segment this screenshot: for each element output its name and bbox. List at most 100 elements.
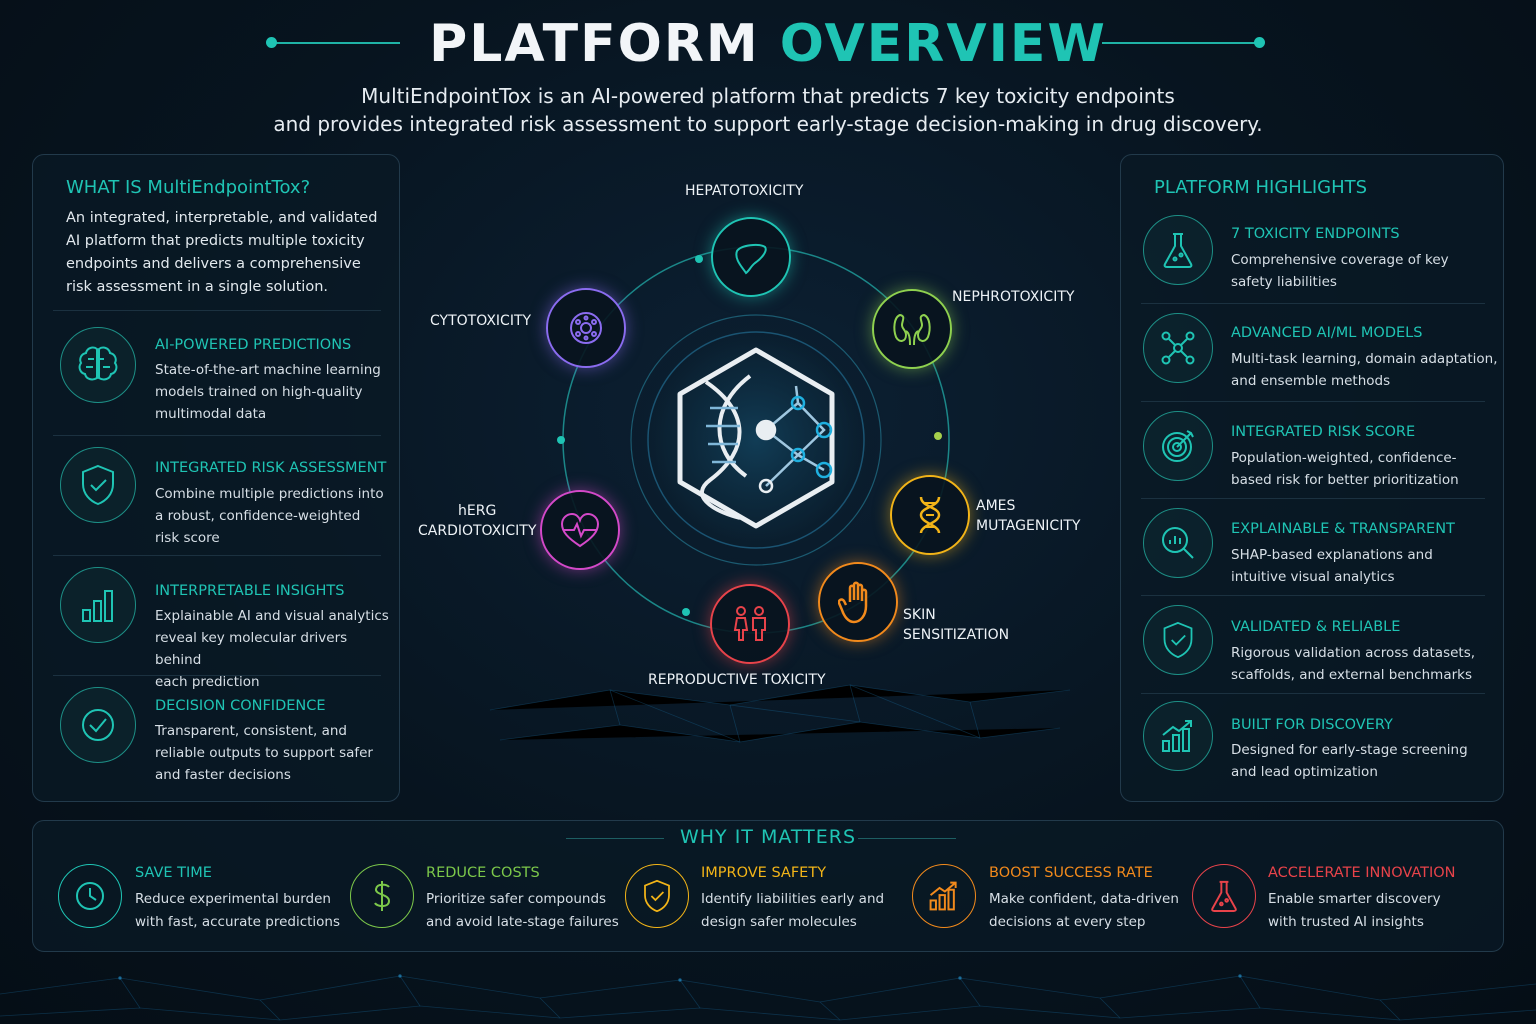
feature-title: VALIDATED & RELIABLE — [1231, 619, 1401, 635]
shield-check-icon — [625, 864, 689, 928]
hub-glow — [626, 310, 886, 570]
endpoint-label: AMES MUTAGENICITY — [976, 496, 1080, 536]
feature-desc-line: a robust, confidence-weighted — [155, 508, 361, 524]
why-deco-line-left — [566, 838, 664, 839]
feature-desc-line: and faster decisions — [155, 767, 291, 783]
check-circle-icon — [60, 687, 136, 763]
title-deco-dot-left — [266, 37, 277, 48]
why-desc-line: Identify liabilities early and — [701, 891, 885, 907]
feature-desc-line: reveal key molecular drivers behind — [155, 630, 348, 668]
title-deco-dot-right — [1254, 37, 1265, 48]
brain-icon — [60, 327, 136, 403]
endpoint-label: CYTOTOXICITY — [430, 313, 532, 329]
feature-desc: Population-weighted, confidence- based r… — [1231, 447, 1501, 491]
feature-desc-line: models trained on high-quality — [155, 384, 363, 400]
divider — [1141, 401, 1485, 402]
endpoint-label-line: SENSITIZATION — [903, 627, 1010, 643]
endpoint-label: SKIN SENSITIZATION — [903, 605, 1009, 645]
dna-network-hub-icon — [677, 347, 835, 529]
shield-check-icon — [60, 447, 136, 523]
left-panel-intro: An integrated, interpretable, and valida… — [66, 207, 386, 299]
feature-desc: Designed for early-stage screening and l… — [1231, 739, 1501, 783]
divider — [53, 310, 381, 311]
feature-desc-line: SHAP-based explanations and — [1231, 547, 1433, 563]
why-item-title: ACCELERATE INNOVATION — [1268, 865, 1456, 881]
endpoint-nephrotoxicity — [872, 289, 952, 369]
page-title: PLATFORM OVERVIEW — [0, 14, 1536, 74]
shield-check-icon — [1143, 605, 1213, 675]
why-item-desc: Prioritize safer compounds and avoid lat… — [426, 888, 619, 934]
why-it-matters-heading: WHY IT MATTERS — [679, 826, 857, 848]
feature-desc-line: safety liabilities — [1231, 274, 1337, 290]
orbit-dot — [682, 608, 690, 616]
right-panel: PLATFORM HIGHLIGHTS 7 TOXICITY ENDPOINTS… — [1120, 154, 1504, 802]
endpoint-label: hERG CARDIOTOXICITY — [418, 501, 536, 541]
intro-line: AI platform that predicts multiple toxic… — [66, 233, 365, 249]
feature-desc-line: Designed for early-stage screening — [1231, 742, 1468, 758]
orbit-dot — [934, 432, 942, 440]
orbit-dot — [557, 436, 565, 444]
feature-desc-line: Transparent, consistent, and — [155, 723, 347, 739]
feature-desc: State-of-the-art machine learning models… — [155, 359, 395, 425]
feature-desc: Multi-task learning, domain adaptation, … — [1231, 348, 1501, 392]
feature-title: BUILT FOR DISCOVERY — [1231, 717, 1393, 733]
feature-title: EXPLAINABLE & TRANSPARENT — [1231, 521, 1455, 537]
target-icon — [1143, 411, 1213, 481]
magnifier-chart-icon — [1143, 508, 1213, 578]
endpoint-ames-mutagenicity — [890, 475, 970, 555]
divider — [1141, 303, 1485, 304]
feature-desc-line: Combine multiple predictions into — [155, 486, 384, 502]
feature-desc-line: and lead optimization — [1231, 764, 1378, 780]
endpoint-cytotoxicity — [546, 288, 626, 368]
why-item-title: SAVE TIME — [135, 865, 212, 881]
bottom-network-decoration — [0, 974, 1536, 1021]
bar-chart-icon — [60, 567, 136, 643]
clock-icon — [58, 864, 122, 928]
why-item-desc: Enable smarter discovery with trusted AI… — [1268, 888, 1441, 934]
feature-desc-line: Explainable AI and visual analytics — [155, 608, 389, 624]
header: PLATFORM OVERVIEW — [0, 14, 1536, 78]
why-item-title: REDUCE COSTS — [426, 865, 540, 881]
feature-title: INTEGRATED RISK ASSESSMENT — [155, 460, 387, 476]
why-desc-line: Enable smarter discovery — [1268, 891, 1441, 907]
right-panel-heading: PLATFORM HIGHLIGHTS — [1154, 177, 1368, 198]
intro-line: risk assessment in a single solution. — [66, 279, 328, 295]
hand-icon — [838, 581, 868, 624]
divider — [1141, 595, 1485, 596]
divider — [1141, 498, 1485, 499]
subtitle-line-1: MultiEndpointTox is an AI-powered platfo… — [361, 84, 1175, 108]
feature-desc-line: and ensemble methods — [1231, 373, 1391, 389]
endpoint-reproductive-toxicity — [710, 584, 790, 664]
divider — [53, 675, 381, 676]
feature-title: INTEGRATED RISK SCORE — [1231, 424, 1416, 440]
intro-line: An integrated, interpretable, and valida… — [66, 210, 378, 226]
why-desc-line: Prioritize safer compounds — [426, 891, 607, 907]
growth-chart-icon — [1143, 701, 1213, 771]
why-item-title: BOOST SUCCESS RATE — [989, 865, 1153, 881]
endpoint-label-line: SKIN — [903, 607, 936, 623]
hub-ring-outer — [630, 314, 882, 566]
feature-desc-line: scaffolds, and external benchmarks — [1231, 667, 1472, 683]
hub-ring-inner — [647, 331, 865, 549]
feature-desc-line: Rigorous validation across datasets, — [1231, 645, 1476, 661]
endpoint-label-line: hERG — [458, 503, 497, 519]
feature-desc-line: Multi-task learning, domain adaptation, — [1231, 351, 1498, 367]
feature-desc-line: Comprehensive coverage of key — [1231, 252, 1449, 268]
divider — [53, 435, 381, 436]
growth-chart-icon — [912, 864, 976, 928]
endpoint-label-line: AMES — [976, 498, 1016, 514]
feature-desc: Combine multiple predictions into a robu… — [155, 483, 395, 549]
feature-desc-line: multimodal data — [155, 406, 267, 422]
title-deco-line-left — [272, 42, 400, 44]
cell-icon — [570, 312, 602, 344]
feature-desc: Comprehensive coverage of key safety lia… — [1231, 249, 1501, 293]
why-item-desc: Make confident, data-driven decisions at… — [989, 888, 1179, 934]
dollar-icon — [350, 864, 414, 928]
title-deco-line-right — [1102, 42, 1258, 44]
liver-icon — [735, 243, 767, 275]
endpoint-skin-sensitization — [818, 562, 898, 642]
feature-title: DECISION CONFIDENCE — [155, 698, 326, 714]
subtitle-line-2: and provides integrated risk assessment … — [273, 112, 1263, 136]
feature-desc-line: intuitive visual analytics — [1231, 569, 1395, 585]
feature-title: AI-POWERED PREDICTIONS — [155, 337, 352, 353]
